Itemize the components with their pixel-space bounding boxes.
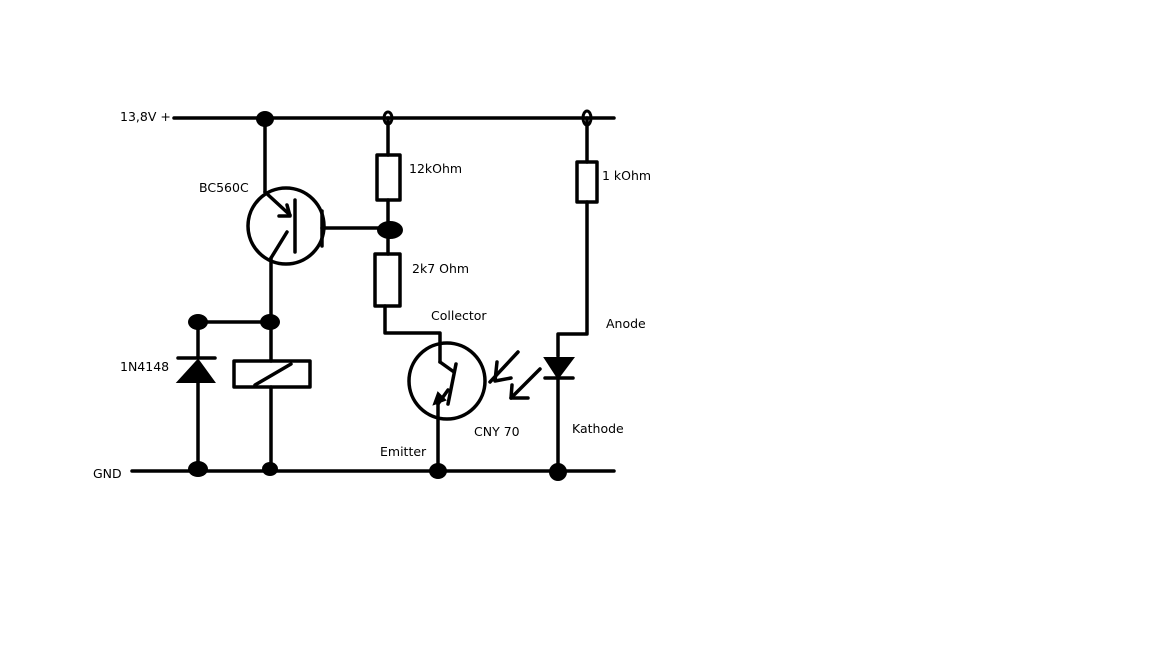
gnd-label: GND [93, 466, 122, 481]
cny70-phototransistor [407, 341, 487, 473]
diode-1n4148 [175, 320, 273, 473]
resistor-2k7-label: 2k7 Ohm [412, 261, 469, 276]
junction-dots [188, 109, 593, 481]
transistor-label: BC560C [199, 180, 249, 195]
emitter-label: Emitter [380, 444, 427, 459]
resistor-2k7ohm [373, 252, 442, 364]
sensor-label: CNY 70 [474, 424, 520, 439]
bc560c-transistor [246, 116, 390, 324]
diode-label: 1N4148 [120, 359, 169, 374]
resistor-12k-label: 12kOhm [409, 161, 462, 176]
supply-label: 13,8V + [120, 109, 171, 124]
resistor-1kohm [556, 116, 599, 358]
optical-arrows [488, 350, 542, 400]
relay-coil [232, 320, 312, 473]
collector-label: Collector [431, 308, 487, 323]
resistor-1k-label: 1 kOhm [602, 168, 651, 183]
infrared-led [543, 357, 575, 473]
anode-label: Anode [606, 316, 646, 331]
cathode-label: Kathode [572, 421, 624, 436]
